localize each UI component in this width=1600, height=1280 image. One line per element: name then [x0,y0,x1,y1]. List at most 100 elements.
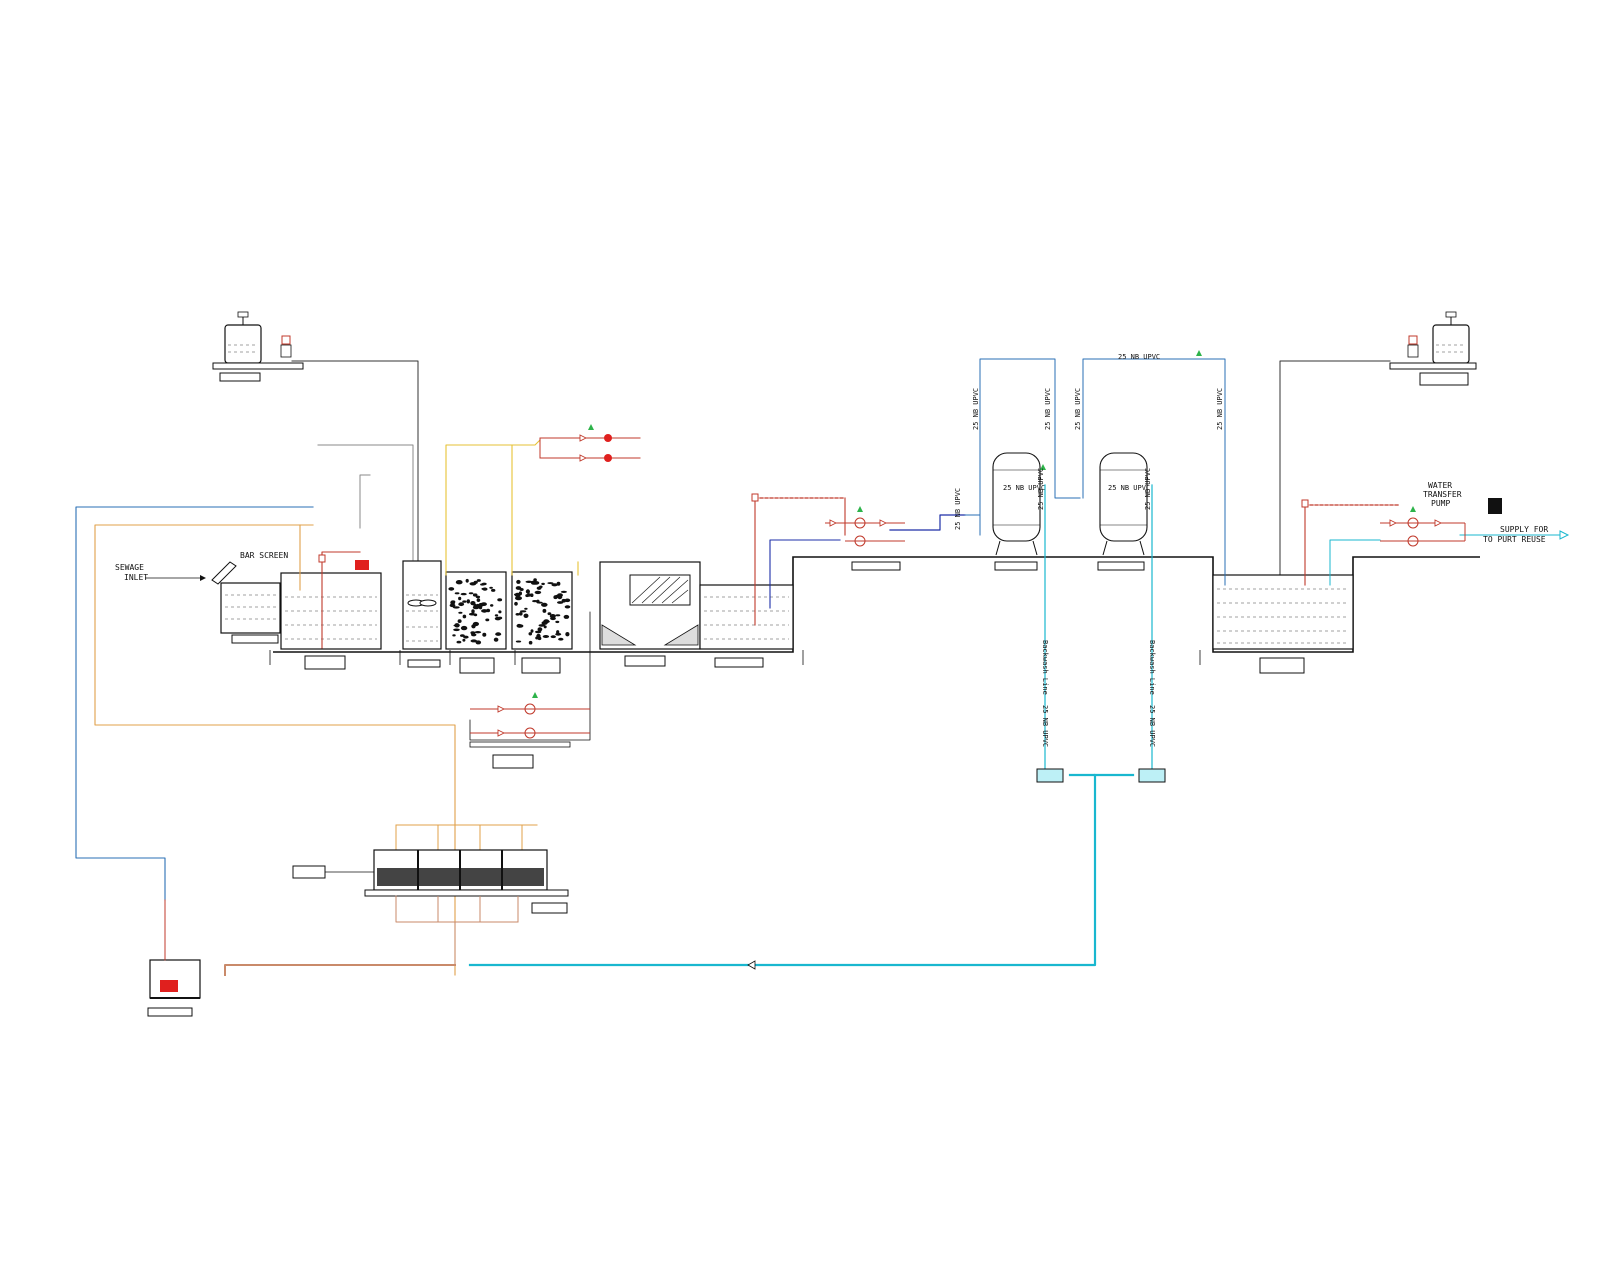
media-chip [463,635,469,639]
filter-feed-tank [699,584,794,668]
dosing-tank-icon-right [1389,311,1477,386]
pvc-low-label-2: 25 NB UPVC [1148,705,1156,747]
media-chip [470,639,478,643]
mbbr-media-2 [514,578,571,645]
media-chip [515,596,522,601]
media-chip [556,630,560,635]
media-chip [460,625,468,631]
vessel-2-tag: 25 NB UPVC [1108,484,1150,492]
tube-settler-tank [599,561,701,667]
media-chip [448,587,455,591]
media-chip [525,589,531,594]
media-chip [555,614,561,617]
pump-icon-2 [825,517,905,547]
media-chip [523,613,529,618]
vessel-1-tag: 25 NB UPVC [1003,484,1045,492]
media-chip [474,631,482,634]
mbbr-media-1 [448,578,503,645]
media-chip [515,640,522,643]
media-chip [550,635,556,639]
media-chip [498,610,502,614]
media-chip [547,582,554,585]
pvc-top-label: 25 NB UPVC [1118,353,1160,361]
treated-water-tank [1212,574,1354,674]
pvc-mid-label-1: 25 NB UPVC [1037,468,1045,510]
pvc-vertical-2: 25 NB UPVC [1044,388,1052,430]
media-chip [557,594,563,600]
media-chip [539,585,543,589]
pvc-vertical-4: 25 NB UPVC [1216,388,1224,430]
media-chip [476,579,481,582]
media-chip [532,581,540,585]
media-chip [530,593,534,597]
media-chip [525,594,529,598]
media-chip [560,590,568,594]
media-chip [489,586,493,589]
media-chip [495,632,502,636]
green-arrow-icons [532,350,1416,698]
blower-icon [604,434,612,462]
pump-icon-1 [470,703,590,739]
media-chip [564,598,571,603]
media-chip [472,605,480,610]
media-chip [454,592,460,595]
media-chip [557,601,564,604]
media-chip [486,608,491,613]
pvc-vertical-5: 25 NB UPVC [954,488,962,530]
media-chip [452,634,456,637]
media-chip [481,587,488,591]
media-chip [458,611,463,614]
pvc-vertical-1: 25 NB UPVC [972,388,980,430]
media-chip [519,612,523,616]
media-chip [565,632,570,637]
media-chip [519,588,524,591]
media-chip [563,614,570,619]
media-chip [524,607,528,610]
media-chip [541,602,548,607]
media-chip [558,637,564,641]
media-chip [475,595,481,599]
filter-vessel-icon-2: 25 NB UPVC [1097,452,1150,571]
media-chip [450,600,456,605]
media-chip [491,588,496,592]
media-chip [453,628,460,632]
media-chip [460,592,467,596]
media-chip [532,600,538,603]
sewage-inlet-label-1: SEWAGE [115,563,144,572]
sewage-inlet-label-2: INLET [124,573,148,582]
media-chip [457,580,461,583]
level-switch-icon [318,493,1502,570]
media-chip [457,619,462,623]
media-chip [519,610,527,613]
media-chip [551,583,558,587]
media-chip [528,640,533,645]
media-chip [534,590,542,595]
mbbr-tank-1 [445,571,507,674]
media-chip [460,634,465,637]
valve-icon-group [497,434,1443,737]
media-chip [516,623,522,628]
media-chip [470,601,476,606]
filter-vessel-icon-1: 25 NB UPVC [992,452,1045,571]
media-chip [537,636,542,641]
media-chip [514,601,518,606]
backwash-label-2: Backwash Line [1148,640,1156,695]
dosing-tank-icon-left [212,311,304,382]
pvc-vertical-3: 25 NB UPVC [1074,388,1082,430]
media-chip [478,605,483,610]
water-transfer-label-3: PUMP [1431,499,1450,508]
media-chip [456,640,462,644]
media-chip [470,613,478,616]
media-chip [536,599,540,604]
media-chip [494,614,499,617]
equalisation-tank [280,572,382,670]
media-chip [515,613,520,616]
media-chip [541,621,548,625]
media-chip [497,616,503,620]
media-chip [542,608,547,613]
media-chip [490,604,494,607]
media-chip [471,609,475,614]
media-chip [472,593,478,597]
media-chip [482,632,487,637]
